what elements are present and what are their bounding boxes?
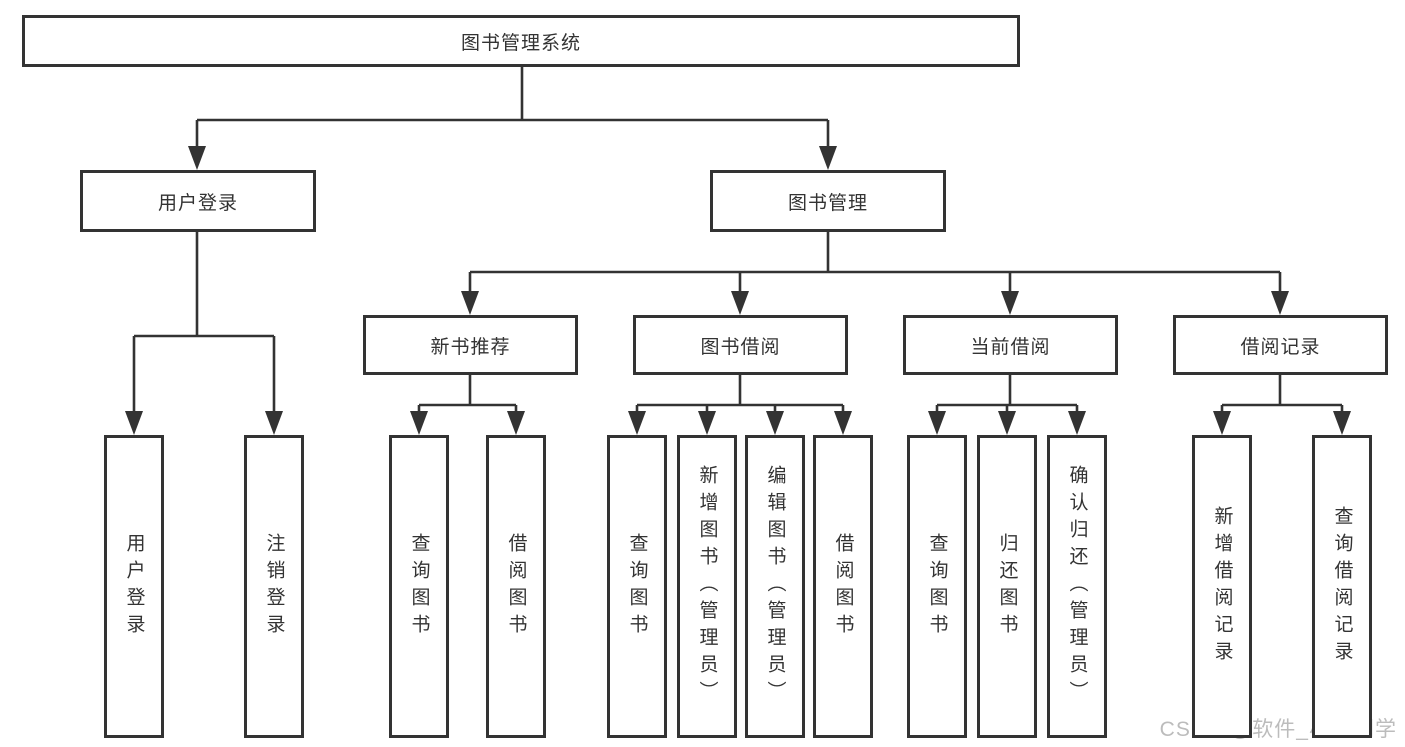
node-label: 查询借阅记录 bbox=[1331, 505, 1353, 668]
node-leaf-confirm-return: 确认归还（管理员） bbox=[1047, 435, 1107, 738]
node-label: 确认归还（管理员） bbox=[1066, 465, 1088, 708]
node-label: 注销登录 bbox=[263, 532, 285, 641]
node-label: 用户登录 bbox=[157, 192, 238, 214]
node-user-login: 用户登录 bbox=[80, 170, 316, 232]
node-label: 新书推荐 bbox=[430, 336, 511, 358]
node-label: 归还图书 bbox=[996, 532, 1018, 641]
node-leaf-query-book-3: 查询图书 bbox=[907, 435, 967, 738]
node-label: 查询图书 bbox=[926, 532, 948, 641]
node-label: 新增图书（管理员） bbox=[696, 465, 718, 708]
node-leaf-query-book-1: 查询图书 bbox=[389, 435, 449, 738]
node-label: 查询图书 bbox=[626, 532, 648, 641]
node-root: 图书管理系统 bbox=[22, 15, 1020, 67]
node-label: 新增借阅记录 bbox=[1211, 505, 1233, 668]
node-label: 图书借阅 bbox=[700, 336, 781, 358]
node-leaf-edit-book-admin: 编辑图书（管理员） bbox=[745, 435, 805, 738]
node-leaf-borrow-book-1: 借阅图书 bbox=[486, 435, 546, 738]
node-book-management: 图书管理 bbox=[710, 170, 946, 232]
node-leaf-add-borrow-record: 新增借阅记录 bbox=[1192, 435, 1252, 738]
node-leaf-user-login: 用户登录 bbox=[104, 435, 164, 738]
node-leaf-query-book-2: 查询图书 bbox=[607, 435, 667, 738]
node-label: 图书管理系统 bbox=[460, 32, 581, 54]
node-label: 用户登录 bbox=[123, 532, 145, 641]
node-label: 借阅记录 bbox=[1240, 336, 1321, 358]
node-label: 编辑图书（管理员） bbox=[764, 465, 786, 708]
node-leaf-borrow-book-2: 借阅图书 bbox=[813, 435, 873, 738]
node-label: 借阅图书 bbox=[505, 532, 527, 641]
node-label: 借阅图书 bbox=[832, 532, 854, 641]
node-book-borrowing: 图书借阅 bbox=[633, 315, 848, 375]
node-current-borrowing: 当前借阅 bbox=[903, 315, 1118, 375]
node-new-book-recommend: 新书推荐 bbox=[363, 315, 578, 375]
node-leaf-query-borrow-record: 查询借阅记录 bbox=[1312, 435, 1372, 738]
node-leaf-logout: 注销登录 bbox=[244, 435, 304, 738]
node-label: 当前借阅 bbox=[970, 336, 1051, 358]
node-leaf-return-book: 归还图书 bbox=[977, 435, 1037, 738]
node-borrowing-records: 借阅记录 bbox=[1173, 315, 1388, 375]
node-leaf-add-book-admin: 新增图书（管理员） bbox=[677, 435, 737, 738]
node-label: 图书管理 bbox=[787, 192, 868, 214]
node-label: 查询图书 bbox=[408, 532, 430, 641]
